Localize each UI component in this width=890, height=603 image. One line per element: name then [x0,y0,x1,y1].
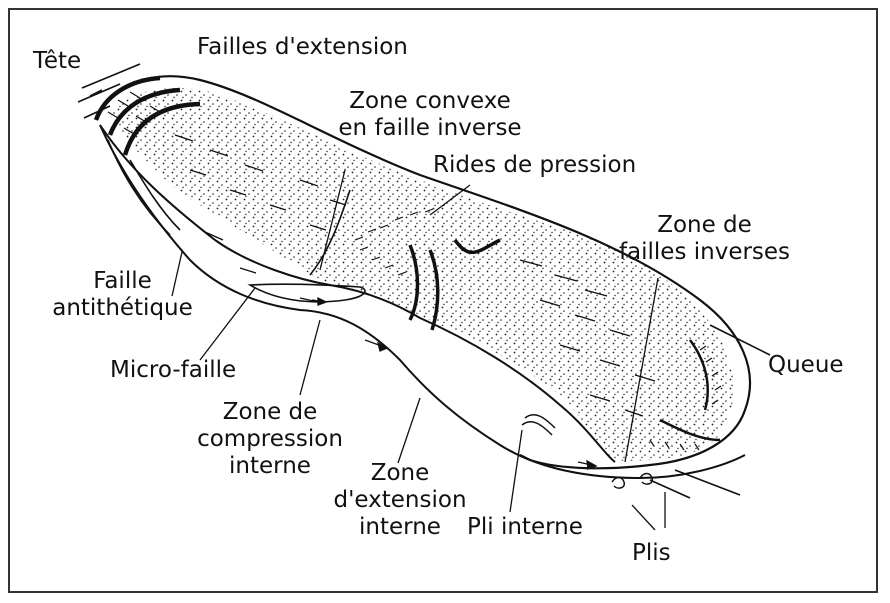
label-faille-antithetique-line2: antithétique [30,295,215,322]
label-zone-convexe: Zone convexe en faille inverse [325,88,535,142]
label-queue: Queue [768,352,844,379]
label-zone-compression-line1: Zone de [185,399,355,426]
label-zone-extension-line2: d'extension [325,487,475,514]
label-micro-faille: Micro-faille [110,357,236,384]
internal-fold [522,415,555,435]
label-faille-antithetique: Faille antithétique [30,268,215,322]
label-zone-extension: Zone d'extension interne [325,460,475,541]
label-plis: Plis [632,540,671,567]
folds-plis [612,474,652,489]
label-rides-pression: Rides de pression [433,152,636,179]
label-zone-convexe-line2: en faille inverse [325,115,535,142]
label-zone-failles-inverses: Zone de failles inverses [612,212,797,266]
label-zone-compression-line2: compression [185,426,355,453]
label-zone-failles-inverses-line2: failles inverses [612,239,797,266]
label-zone-extension-line3: interne [325,514,475,541]
label-tete: Tête [33,48,81,75]
label-zone-convexe-line1: Zone convexe [325,88,535,115]
label-faille-antithetique-line1: Faille [30,268,215,295]
label-zone-extension-line1: Zone [325,460,475,487]
label-zone-failles-inverses-line1: Zone de [612,212,797,239]
label-pli-interne: Pli interne [467,514,583,541]
label-failles-extension: Failles d'extension [197,34,408,61]
